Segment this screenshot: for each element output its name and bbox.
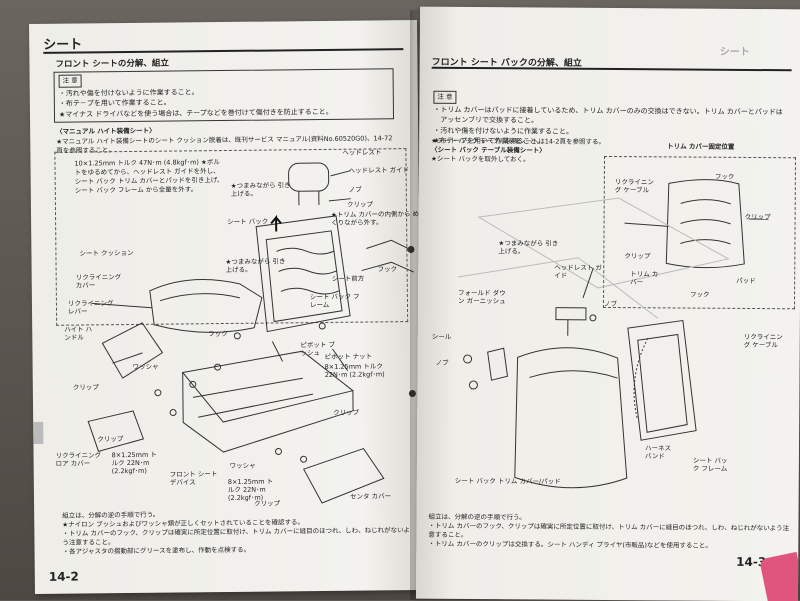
- header-ghost: シート: [720, 43, 750, 58]
- section-side-tab: [33, 422, 43, 444]
- label-harness-band: ハーネス バンド: [645, 444, 679, 460]
- label-seat-back-frame: シート バック フレーム: [310, 293, 360, 310]
- label-clip-d: クリップ: [254, 499, 280, 507]
- label-knob: ノブ: [604, 300, 617, 308]
- label-trim-cover: トリム カバー: [630, 270, 664, 286]
- label-hook-detail: フック: [378, 265, 398, 273]
- title-rule: [432, 67, 792, 72]
- section-title: シート: [43, 33, 82, 52]
- label-seat-front: シート前方: [332, 275, 365, 283]
- label-reclining-lever: リクライニング レバー: [68, 299, 116, 316]
- label-clip-1: クリップ: [745, 213, 771, 221]
- footer-text: 組立は、分解の逆の手順で行う。 ★ナイロン ブッシュおよびワッシャ類が正しくセッ…: [62, 508, 412, 557]
- label-washer: ワッシャ: [133, 363, 159, 371]
- label-reclining-cable-2: リクライニング ケーブル: [744, 333, 788, 349]
- label-knob-2: ノブ: [436, 359, 449, 367]
- footer-text: 組立は、分解の逆の手順で行う。 ・トリム カバーのフック、クリップは確実に所定位…: [428, 513, 790, 552]
- right-page: シート フロント シート バックの分解、組立 注 意 ・トリム カバーはパッドに…: [416, 7, 800, 601]
- label-pivot-nut: ピボット ナット: [324, 352, 372, 360]
- label-pad: パッド: [736, 277, 756, 285]
- label-seal: シール: [432, 333, 452, 341]
- label-headrest-guide: ヘッドレスト ガイド: [554, 264, 604, 280]
- label-hook: フック: [208, 330, 228, 338]
- label-pivot-nut-spec: 8×1.25mm トルク 22N･m (2.2kgf･m): [325, 362, 393, 379]
- label-pull-up-2: ★つまみながら 引き上げる。: [225, 257, 285, 274]
- label-knob: ノブ: [349, 186, 362, 194]
- label-fold-down-garnish: フォールド ダウン ガーニッシュ: [458, 289, 508, 305]
- label-torque-lower: 8×1.25mm トルク 22N･m (2.2kgf･m): [112, 451, 160, 476]
- label-clip-note: ★トリム カバーの内側から めくりながら外す。: [331, 210, 421, 227]
- label-trim-pad: シート バック トリム カバー/パッド: [455, 477, 565, 486]
- title-rule: [43, 48, 403, 54]
- label-pull-up: ★つまみながら 引き上げる。: [231, 181, 291, 198]
- note-tag: 注 意: [433, 91, 456, 104]
- note-tag: 注 意: [59, 74, 82, 87]
- label-front-seat-device: フロント シート デバイス: [170, 470, 220, 487]
- page-number: 14-2: [49, 570, 79, 584]
- label-reclining-lower-cover: リクライニング ロア カバー: [56, 451, 106, 468]
- label-height-handle: ハイト ハンドル: [64, 325, 98, 341]
- label-pull-up: ★つまみながら 引き上げる。: [498, 239, 558, 255]
- label-seat-back: シート バック: [227, 218, 268, 226]
- left-page: シート フロント シートの分解、組立 注 意 ・汚れや傷を付けないように作業する…: [29, 20, 423, 594]
- label-clip-2: クリップ: [624, 252, 650, 260]
- label-headrest-guide: ヘッドレスト ガイド: [349, 166, 410, 175]
- pink-sticky-tab: [759, 552, 800, 601]
- label-center-cover: センタ カバー: [350, 492, 391, 500]
- label-clip-b: クリップ: [97, 435, 123, 443]
- label-clip-a: クリップ: [73, 383, 99, 391]
- label-reclining-cable: リクライニング ケーブル: [615, 178, 659, 194]
- label-seat-back-frame: シート バック フレーム: [693, 457, 733, 473]
- label-reclining-cover: リクライニング カバー: [76, 273, 124, 290]
- label-torque-right: 8×1.25mm トルク 22N･m (2.2kgf･m): [228, 477, 278, 502]
- label-hook-2: フック: [690, 291, 710, 299]
- label-clip-c: クリップ: [333, 409, 359, 417]
- subheading: フロント シートの分解、組立: [55, 57, 169, 70]
- label-clip: クリップ: [347, 200, 373, 208]
- note-box: 注 意 ・汚れや傷を付けないように作業すること。 ・布テ－プを用いて作業すること…: [54, 68, 395, 123]
- label-seat-cushion: シート クッション: [79, 249, 133, 258]
- label-headrest: ヘッドレスト: [342, 148, 381, 156]
- label-washer-2: ワッシャ: [230, 462, 256, 470]
- label-hook-1: フック: [715, 173, 735, 181]
